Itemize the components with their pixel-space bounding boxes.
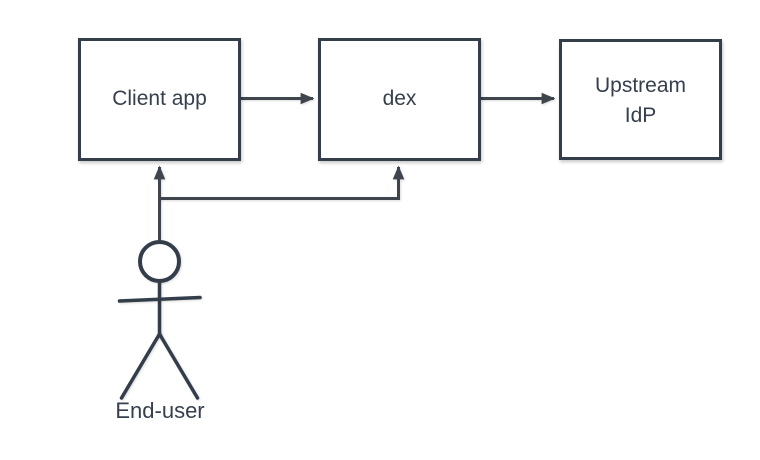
node-upstream-idp: Upstream IdP	[559, 39, 722, 160]
dex-label: dex	[383, 87, 417, 110]
client-app-box	[78, 38, 241, 161]
edges-layer	[153, 92, 556, 241]
end-user-label: End-user	[115, 398, 204, 423]
person-arms-icon	[117, 295, 202, 303]
person-left-leg-icon	[119, 332, 162, 400]
upstream-idp-box	[559, 39, 722, 160]
person-right-leg-icon	[157, 332, 200, 400]
person-head-icon	[138, 240, 181, 283]
client-app-label: Client app	[112, 87, 207, 110]
edge-enduser-to-dex	[159, 165, 405, 200]
node-dex: dex	[318, 38, 481, 161]
dex-box	[318, 38, 481, 161]
actor-end-user: End-user	[115, 240, 205, 423]
node-client-app: Client app	[78, 38, 241, 161]
upstream-idp-label-line1: Upstream	[595, 74, 686, 97]
upstream-idp-label-line2: IdP	[625, 104, 657, 127]
